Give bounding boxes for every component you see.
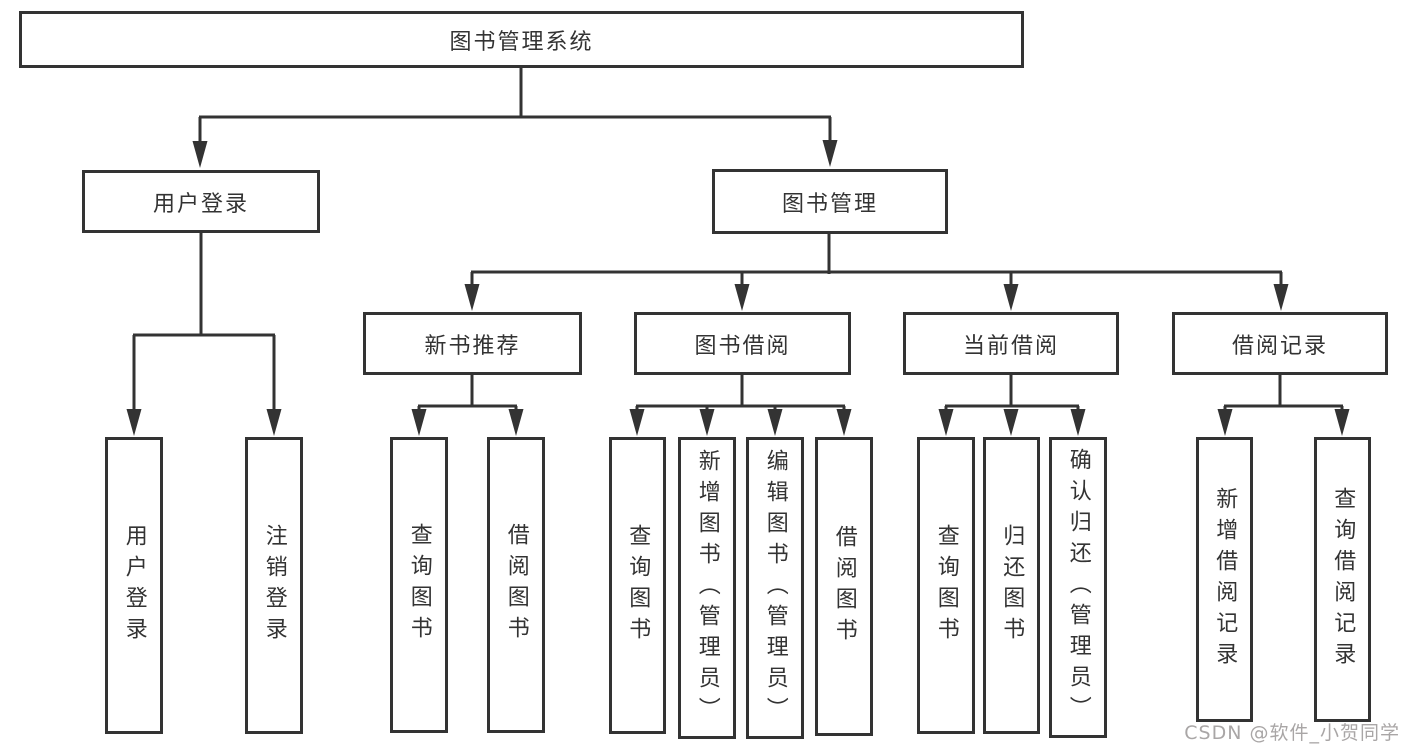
leaf-query-borrow-record: 查询借阅记录 <box>1314 437 1371 722</box>
leaf-add-book-admin: 新增图书（管理员） <box>678 437 736 739</box>
node-book-borrow: 图书借阅 <box>634 312 851 375</box>
node-borrow-records: 借阅记录 <box>1172 312 1388 375</box>
node-label: 图书借阅 <box>694 333 791 359</box>
node-label: 新增图书（管理员） <box>694 448 720 728</box>
node-root: 图书管理系统 <box>19 11 1024 68</box>
node-label: 查询图书 <box>406 523 432 647</box>
node-label: 查询借阅记录 <box>1330 486 1356 673</box>
node-label: 新书推荐 <box>424 333 521 359</box>
leaf-edit-book-admin: 编辑图书（管理员） <box>746 437 804 739</box>
node-user-login: 用户登录 <box>82 170 320 233</box>
node-label: 借阅图书 <box>831 524 857 649</box>
node-label: 图书管理 <box>781 191 878 217</box>
leaf-user-login: 用户登录 <box>105 437 163 734</box>
node-book-management: 图书管理 <box>712 169 948 234</box>
node-label: 注销登录 <box>261 523 287 648</box>
node-label: 确认归还（管理员） <box>1065 448 1091 727</box>
node-label: 编辑图书（管理员） <box>762 448 788 728</box>
csdn-watermark: CSDN @软件_小贺同学 <box>1184 722 1400 744</box>
node-current-borrow: 当前借阅 <box>903 312 1119 375</box>
node-label: 查询图书 <box>625 523 651 648</box>
leaf-query-books-recommend: 查询图书 <box>390 437 448 733</box>
node-label: 查询图书 <box>933 523 959 648</box>
node-label: 借阅图书 <box>503 523 529 647</box>
node-label: 借阅记录 <box>1231 333 1328 359</box>
node-label: 用户登录 <box>121 523 147 648</box>
leaf-query-books-current: 查询图书 <box>917 437 975 734</box>
leaf-borrow-books-recommend: 借阅图书 <box>487 437 545 733</box>
leaf-borrow-books-borrow: 借阅图书 <box>815 437 873 736</box>
node-label: 当前借阅 <box>962 333 1059 359</box>
leaf-confirm-return-admin: 确认归还（管理员） <box>1049 437 1107 738</box>
node-label: 新增借阅记录 <box>1212 486 1238 673</box>
node-label: 图书管理系统 <box>449 29 594 55</box>
leaf-query-books-borrow: 查询图书 <box>609 437 666 734</box>
leaf-add-borrow-record: 新增借阅记录 <box>1196 437 1253 722</box>
node-new-book-recommend: 新书推荐 <box>363 312 582 375</box>
leaf-logout-login: 注销登录 <box>245 437 303 734</box>
node-label: 归还图书 <box>999 523 1025 648</box>
node-label: 用户登录 <box>152 191 249 217</box>
leaf-return-books: 归还图书 <box>983 437 1040 734</box>
